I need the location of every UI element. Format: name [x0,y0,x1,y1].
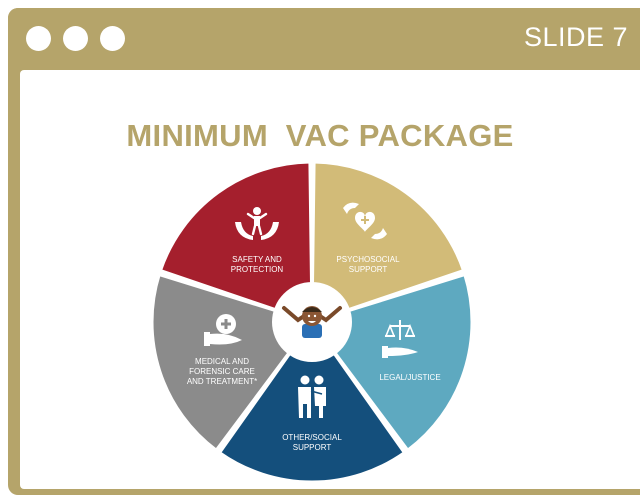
hands-holding-heart-icon [343,202,387,240]
window-dot-icon[interactable] [100,26,125,51]
scales-of-justice-hand-icon [382,320,418,358]
segment-safety [158,160,314,325]
two-people-embracing-icon [298,375,326,418]
slide-number: SLIDE 7 [523,22,628,52]
hands-protecting-child-icon [235,207,279,240]
child-arms-raised-icon [282,306,342,338]
segment-label-legal: LEGAL/JUSTICE [379,373,440,382]
hand-medical-cross-icon [204,314,242,346]
segment-medical [150,272,315,453]
segment-legal [309,272,474,453]
window-dot-icon[interactable] [26,26,51,51]
window-dot-icon[interactable] [63,26,88,51]
segment-psychosocial [310,160,466,325]
segment-other [217,319,407,484]
diagram-title: MINIMUM VAC PACKAGE [126,118,514,153]
